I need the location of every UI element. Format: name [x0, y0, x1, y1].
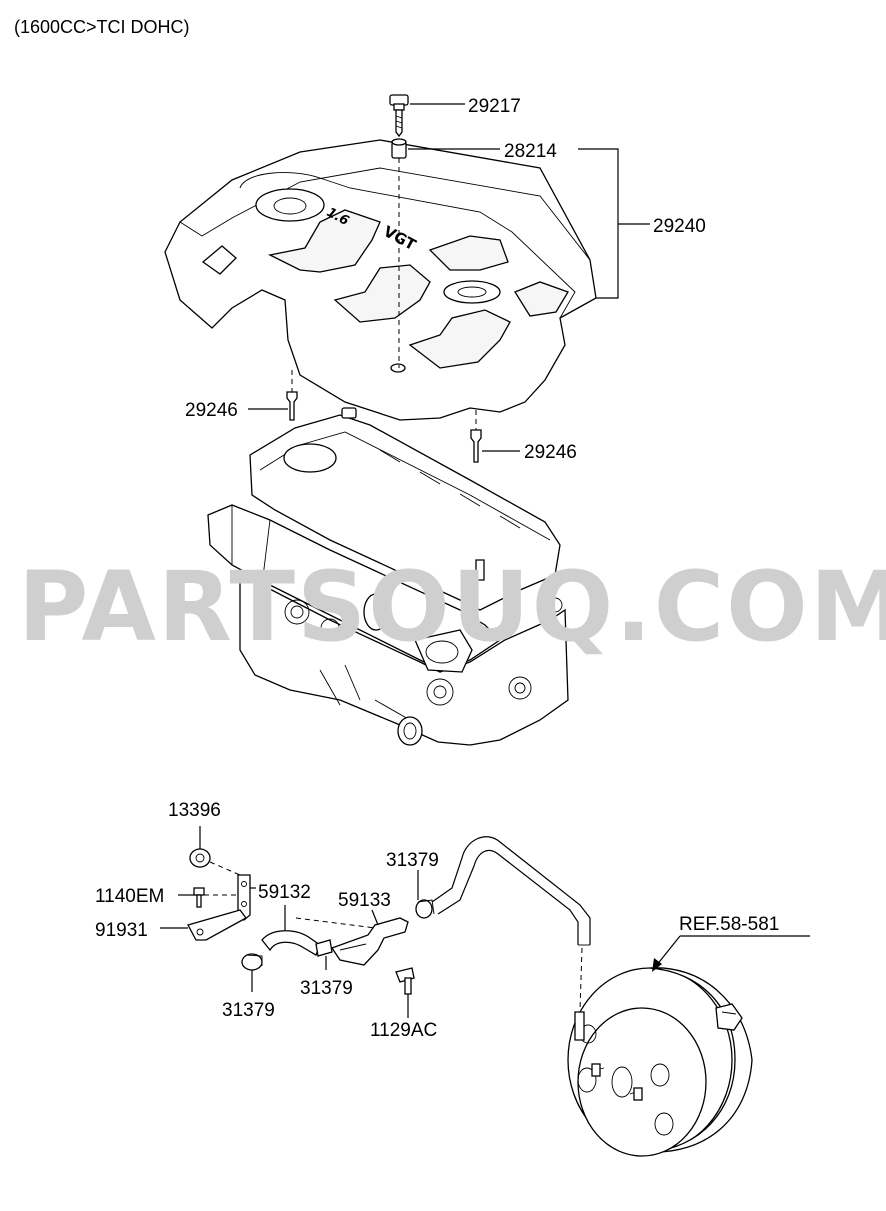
- diagram-title: (1600CC>TCI DOHC): [14, 17, 190, 37]
- vacuum-hose[interactable]: [431, 836, 591, 946]
- callout-1140em[interactable]: 1140EM: [95, 886, 164, 907]
- callout-29240[interactable]: 29240: [653, 216, 706, 237]
- grommet-28214[interactable]: [391, 138, 407, 159]
- callout-13396[interactable]: 13396: [168, 800, 221, 821]
- callout-29217[interactable]: 29217: [468, 96, 521, 117]
- leader-dash-13396: [209, 861, 241, 876]
- watermark: PARTSOUQ.COM: [18, 551, 886, 663]
- leader-dash-59133: [295, 917, 376, 929]
- stud-29246-right[interactable]: [470, 410, 482, 463]
- engine-cover[interactable]: 1.6 VGT: [164, 139, 597, 421]
- leader-dash-booster: [579, 947, 583, 1011]
- ref-label[interactable]: REF.58-581: [679, 914, 779, 935]
- callout-59132[interactable]: 59132: [258, 882, 311, 903]
- engine-block: [207, 407, 569, 746]
- callout-31379-left[interactable]: 31379: [222, 1000, 275, 1021]
- callout-29246-left[interactable]: 29246: [185, 400, 238, 421]
- bracket-59132[interactable]: [237, 874, 251, 921]
- bolt-1140em[interactable]: [193, 887, 205, 908]
- clamp-31379-mid[interactable]: [315, 939, 333, 957]
- callout-91931[interactable]: 91931: [95, 920, 148, 941]
- callout-31379-mid[interactable]: 31379: [300, 978, 353, 999]
- callout-29246-right[interactable]: 29246: [524, 442, 577, 463]
- bracket-91931[interactable]: [187, 909, 247, 941]
- callout-1129ac[interactable]: 1129AC: [370, 1020, 437, 1041]
- stud-29246-left[interactable]: [286, 370, 298, 421]
- hose-59132[interactable]: [261, 930, 321, 956]
- callout-59133[interactable]: 59133: [338, 890, 391, 911]
- bolt-29217[interactable]: [389, 94, 409, 138]
- clamp-31379-top[interactable]: [415, 899, 435, 919]
- ref-arrow-icon: [652, 958, 662, 972]
- callout-28214[interactable]: 28214: [504, 141, 557, 162]
- pipe-59133[interactable]: [330, 917, 409, 966]
- grommet-13396[interactable]: [189, 848, 211, 868]
- clamp-31379-left[interactable]: [241, 953, 263, 971]
- callout-31379-top[interactable]: 31379: [386, 850, 439, 871]
- brake-booster[interactable]: [567, 967, 753, 1157]
- bolt-1129ac[interactable]: [395, 967, 415, 995]
- leader-59133: [371, 909, 379, 926]
- leader-ref: [655, 935, 681, 967]
